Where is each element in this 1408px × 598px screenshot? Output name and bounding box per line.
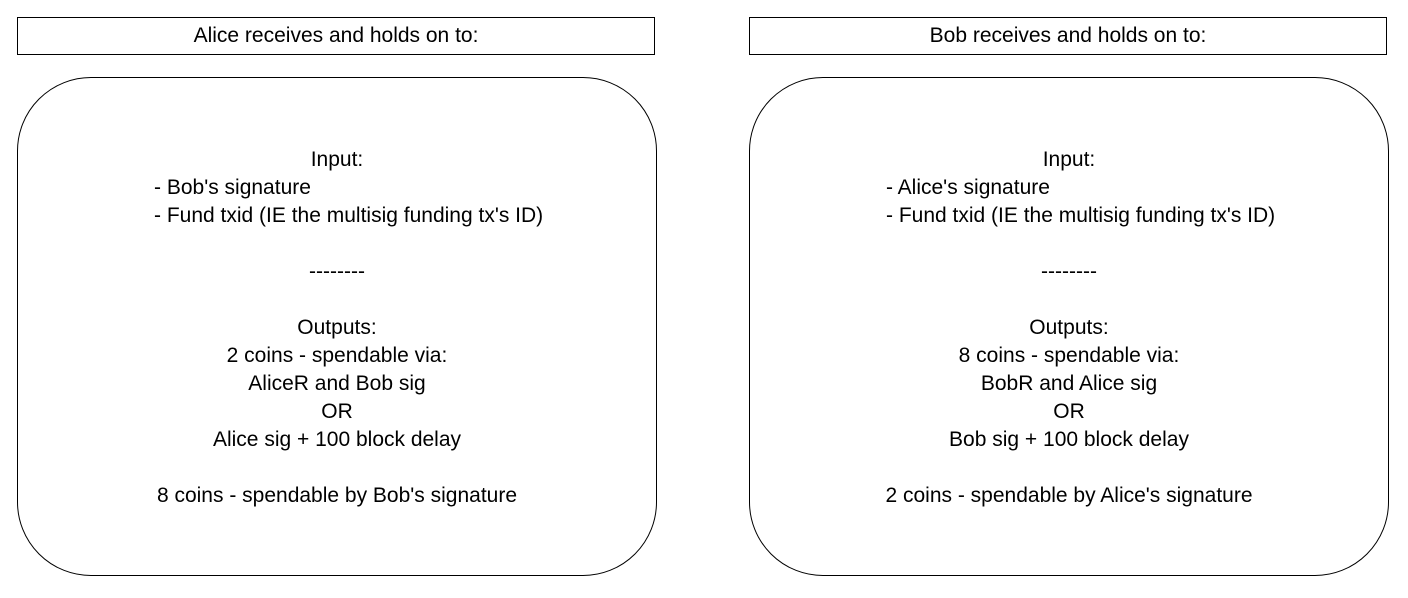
alice-output-line: OR — [321, 400, 353, 423]
bob-output-line: BobR and Alice sig — [980, 372, 1158, 395]
alice-transaction-box: Input: - Bob's signature - Fund txid (IE… — [17, 77, 657, 576]
alice-output-line: Alice sig + 100 block delay — [212, 428, 462, 451]
bob-output-line: OR — [1053, 400, 1085, 423]
bob-output-line: 8 coins - spendable via: — [958, 344, 1180, 367]
bob-output-line: Bob sig + 100 block delay — [949, 428, 1189, 451]
bob-panel-header: Bob receives and holds on to: — [749, 17, 1387, 55]
alice-output-line: 2 coins - spendable via: — [226, 344, 448, 367]
bob-input-item: - Fund txid (IE the multisig funding tx'… — [886, 204, 1276, 227]
bob-header-text: Bob receives and holds on to: — [929, 24, 1207, 47]
bob-input-title: Input: — [1042, 148, 1096, 171]
bob-transaction-content: Input: - Alice's signature - Fund txid (… — [750, 146, 1388, 510]
alice-outputs-title: Outputs: — [297, 316, 377, 339]
alice-output-line: AliceR and Bob sig — [248, 372, 426, 395]
bob-outputs-title: Outputs: — [1029, 316, 1109, 339]
bob-input-item: - Alice's signature — [886, 176, 1050, 199]
alice-input-item: - Bob's signature — [154, 176, 311, 199]
bob-second-output: 2 coins - spendable by Alice's signature — [885, 484, 1253, 507]
alice-second-output: 8 coins - spendable by Bob's signature — [156, 484, 518, 507]
bob-divider: -------- — [1041, 260, 1097, 283]
bob-transaction-box: Input: - Alice's signature - Fund txid (… — [749, 77, 1389, 576]
alice-transaction-content: Input: - Bob's signature - Fund txid (IE… — [18, 146, 656, 510]
alice-input-title: Input: — [310, 148, 364, 171]
alice-header-text: Alice receives and holds on to: — [193, 24, 479, 47]
alice-input-item: - Fund txid (IE the multisig funding tx'… — [154, 204, 544, 227]
alice-divider: -------- — [309, 260, 365, 283]
alice-panel-header: Alice receives and holds on to: — [17, 17, 655, 55]
